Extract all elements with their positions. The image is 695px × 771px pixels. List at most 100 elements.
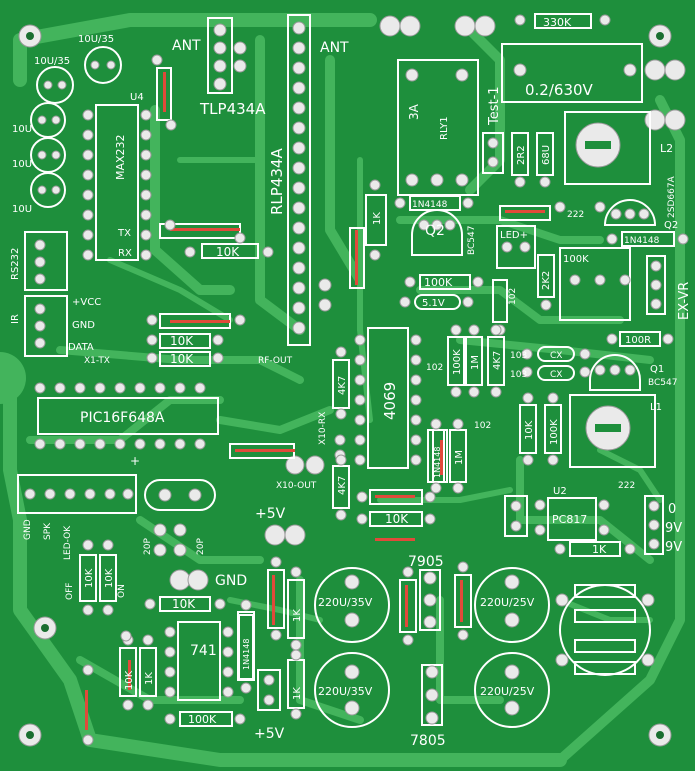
label-vcc: +VCC — [72, 297, 101, 308]
label-1k-c: 1K — [292, 609, 303, 622]
label-2k2: 2K2 — [541, 271, 552, 290]
label-u4: U4 — [130, 92, 144, 103]
label-led-plus: LED+ — [500, 230, 528, 241]
potentiometer-100k — [559, 247, 631, 321]
label-ant-left: ANT — [172, 38, 201, 54]
label-741: 741 — [190, 643, 217, 659]
label-ant-right: ANT — [320, 40, 349, 56]
label-102-c: 102 — [474, 421, 491, 431]
label-220u35-b: 220U/35V — [318, 685, 373, 698]
label-pc817: PC817 — [552, 513, 587, 526]
label-1k-b: 1K — [592, 543, 607, 556]
label-res-330k: 330K — [543, 16, 572, 29]
label-103-a: 103 — [510, 351, 527, 361]
label-cx-b: CX — [550, 370, 562, 380]
label-20p-b: 20P — [196, 538, 206, 555]
inductor-l1 — [569, 394, 656, 468]
label-data-conn: DATA — [68, 342, 94, 353]
transistor-q1 — [589, 354, 641, 391]
capacitors-10u — [30, 102, 66, 208]
label-tlp434a: TLP434A — [199, 100, 266, 118]
capacitor-10u35-top — [84, 46, 122, 84]
resistor-bodies — [79, 13, 675, 727]
header-test1 — [482, 132, 504, 174]
label-100k-mid: 100K — [424, 276, 453, 289]
header-pc817-left — [504, 495, 528, 537]
label-cap-10u35-top: 10U/35 — [78, 34, 114, 45]
label-1n4148-mid: 1N4148 — [412, 200, 448, 210]
label-tx: TX — [117, 228, 131, 239]
resistor-stripes — [85, 72, 545, 730]
label-100k-v: 100K — [452, 349, 463, 375]
connector-rs232 — [24, 231, 68, 291]
label-rly1: RLY1 — [439, 116, 450, 140]
capacitor-10u35-left — [36, 66, 74, 104]
header-led — [496, 225, 536, 269]
label-7805: 7805 — [410, 733, 446, 749]
label-max232: MAX232 — [114, 134, 127, 180]
label-103-b: 103 — [510, 370, 527, 380]
bridge-rectifier — [555, 584, 655, 676]
optocoupler-pc817 — [534, 497, 610, 541]
copper-traces — [3, 13, 685, 767]
label-cap-10u-2: 10U — [12, 159, 32, 170]
label-bc547-q1: BC547 — [648, 378, 677, 388]
ic-u4-max232 — [82, 104, 152, 261]
label-10k-d: 10K — [84, 568, 95, 588]
label-plus5v-mid: +5V — [255, 506, 286, 522]
connector-gnd-spk-led — [17, 474, 137, 514]
label-zener-51v: 5.1V — [422, 298, 445, 309]
label-100k-right: 100K — [563, 254, 589, 265]
label-4k7-a: 4K7 — [337, 376, 348, 395]
power-pads — [169, 15, 686, 591]
label-10k-v: 10K — [524, 420, 535, 440]
label-220u35-a: 220U/35V — [318, 596, 373, 609]
label-100k-bot: 100K — [188, 713, 217, 726]
header-ex-vr — [646, 255, 666, 315]
label-10k-c: 10K — [385, 512, 409, 526]
label-res-2r2: 2R2 — [516, 145, 527, 165]
header-0-9v — [644, 495, 664, 555]
label-gnd-conn: GND — [72, 320, 95, 331]
label-cap-10u35-left: 10U/35 — [34, 56, 70, 67]
label-0: 0 — [668, 502, 676, 517]
ic-pic16f648a — [34, 382, 219, 450]
label-1k-mid: 1K — [372, 212, 383, 225]
label-1k-e: 1K — [292, 687, 303, 700]
label-222-top: 222 — [567, 210, 584, 220]
capacitor-220u25-b — [474, 652, 550, 728]
label-1m-b: 1M — [454, 450, 465, 465]
label-l2: L2 — [660, 142, 673, 155]
label-rx: RX — [118, 248, 132, 259]
label-conn-ledok: LED-OK — [63, 525, 73, 560]
label-100r: 100R — [625, 335, 651, 346]
label-x10-out: X10-OUT — [276, 481, 317, 491]
label-7905: 7905 — [408, 554, 444, 570]
label-cx-a: CX — [550, 351, 562, 361]
label-l1: L1 — [650, 402, 662, 413]
label-on: ON — [117, 584, 127, 598]
connector-ir — [24, 295, 68, 357]
label-10k-b: 10K — [170, 352, 194, 366]
label-ex-vr: EX-VR — [677, 282, 692, 320]
label-q2-mid: Q2 — [425, 223, 445, 239]
label-ir: IR — [10, 314, 21, 324]
regulator-7905 — [419, 569, 441, 631]
label-10k-f: 10K — [172, 597, 196, 611]
capacitor-220u35-a — [314, 567, 390, 643]
label-relay-3a: 3A — [407, 103, 421, 120]
label-conn-spk: SPK — [43, 522, 53, 540]
ic-741 — [164, 621, 234, 701]
label-100k-v2: 100K — [549, 419, 560, 445]
crystal — [144, 479, 216, 511]
label-conn-gnd: GND — [23, 519, 33, 540]
misc-pads — [82, 14, 689, 746]
label-102-b: 102 — [426, 363, 443, 373]
label-10k-e: 10K — [104, 568, 115, 588]
label-cap-10u-1: 10U — [12, 124, 32, 135]
label-220u25-a: 220U/25V — [480, 596, 535, 609]
label-q2-right: Q2 — [664, 220, 678, 231]
silkscreen-labels: 10U/35 10U/35 10U 10U 10U U4 MAX232 TX R… — [10, 16, 692, 749]
label-102-a: 102 — [508, 288, 518, 305]
label-1n4148-v: 1N4148 — [433, 447, 442, 478]
